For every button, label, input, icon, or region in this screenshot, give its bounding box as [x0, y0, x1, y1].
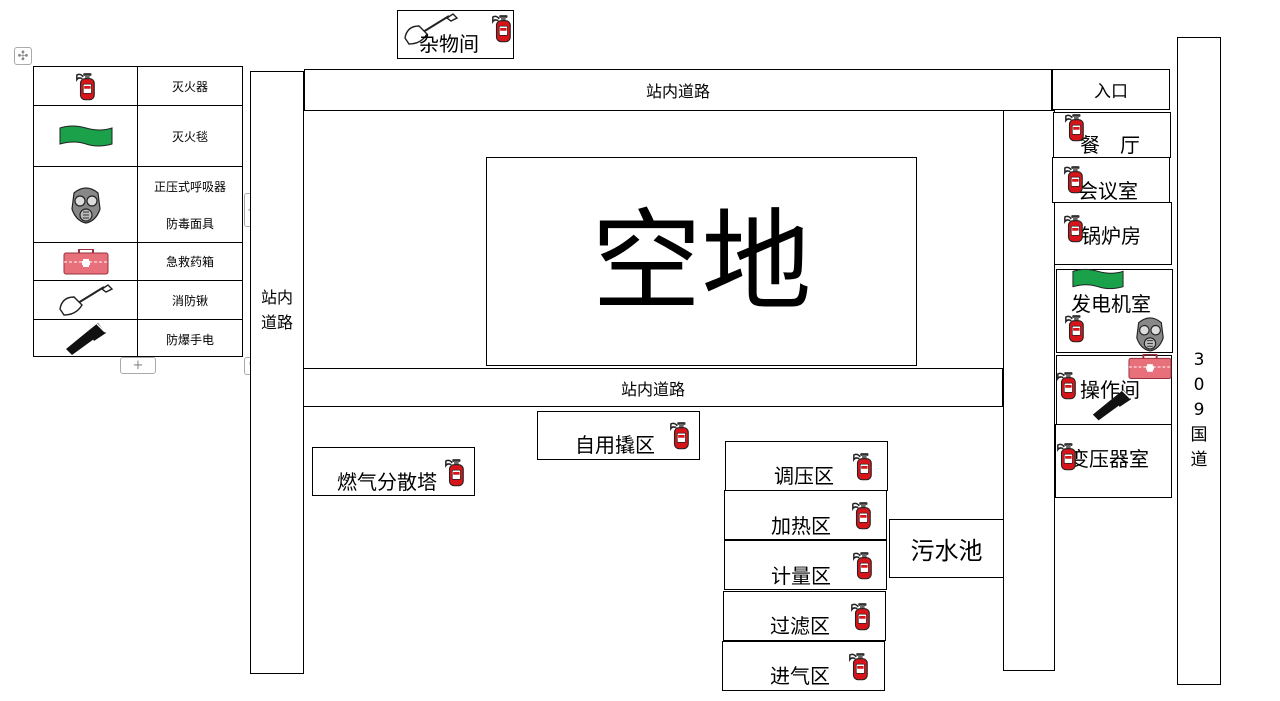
legend-row: 防爆手电: [34, 319, 242, 358]
road-label: 站内道路: [620, 379, 685, 399]
fire-extinguisher-icon: [1056, 441, 1078, 471]
legend-label: 急救药箱: [165, 255, 214, 269]
legend-row: 消防锹: [34, 280, 242, 319]
boiler-label: 锅炉房: [1081, 224, 1141, 248]
meeting-label: 会议室: [1078, 179, 1138, 203]
entrance-label: 入口: [1094, 82, 1128, 102]
highway-char: 0: [1193, 375, 1205, 395]
legend-row: 急救药箱: [34, 242, 242, 280]
flashlight-icon: [1089, 387, 1135, 423]
table-move-handle[interactable]: ✣: [14, 47, 32, 65]
highway-char: 道: [1190, 450, 1208, 470]
gas-mask-icon: [1133, 315, 1167, 353]
highway-char: 3: [1193, 350, 1205, 370]
fire-extinguisher-icon: [1064, 313, 1086, 343]
legend-row: 正压式呼吸器 防毒面具: [34, 166, 242, 242]
vent-tower: [312, 447, 475, 496]
fire-extinguisher-icon: [848, 651, 870, 681]
fire-blanket-icon: [1071, 268, 1125, 290]
filter-label: 过滤区: [770, 614, 830, 638]
skid-area: [537, 411, 700, 460]
legend-label: 正压式呼吸器: [153, 179, 226, 194]
road-top: 站内道路: [304, 69, 1052, 111]
road-right: [1003, 110, 1055, 671]
sewage-pool: 污水池: [889, 519, 1004, 578]
flashlight-icon: [34, 320, 138, 358]
legend-table: 灭火器 灭火毯 正压式呼吸器 防毒面具 急救药箱 消防锹 防爆手电: [33, 66, 243, 358]
heating-label: 加热区: [771, 514, 831, 538]
fire-extinguisher-icon: [852, 451, 874, 481]
legend-row: 灭火毯: [34, 105, 242, 166]
fire-extinguisher-icon: [1063, 213, 1085, 243]
entrance: 入口: [1052, 69, 1170, 110]
legend-label: 消防锹: [171, 293, 208, 308]
fire-shovel-icon: [34, 281, 138, 319]
legend-label: 灭火毯: [171, 129, 208, 144]
transformer-label: 变压器室: [1069, 447, 1149, 471]
add-row-handle[interactable]: +: [120, 357, 156, 374]
fire-extinguisher-icon: [34, 67, 138, 105]
highway-char: 9: [1193, 400, 1205, 420]
dining-label: 餐 厅: [1080, 133, 1140, 157]
vent-label: 燃气分散塔: [337, 470, 437, 494]
road-middle: 站内道路: [303, 368, 1003, 407]
highway-309: [1177, 37, 1221, 685]
fire-extinguisher-icon: [669, 420, 691, 450]
fire-extinguisher-icon: [850, 601, 872, 631]
metering-label: 计量区: [771, 564, 831, 588]
sewage-label: 污水池: [910, 537, 983, 565]
first-aid-kit-icon: [34, 243, 138, 280]
fire-extinguisher-icon: [444, 457, 466, 487]
legend-row: 灭火器: [34, 67, 242, 105]
fire-extinguisher-icon: [491, 13, 513, 43]
fire-blanket-icon: [34, 106, 138, 166]
generator-label: 发电机室: [1071, 292, 1151, 316]
fire-extinguisher-icon: [851, 500, 873, 530]
inlet-zone: [722, 641, 885, 691]
road-label: 站内道路: [645, 82, 710, 101]
storage-room-label: 杂物间: [419, 32, 479, 56]
inlet-label: 进气区: [770, 664, 830, 688]
gas-mask-icon: [34, 167, 138, 242]
legend-label: 防毒面具: [165, 216, 214, 231]
skid-label: 自用撬区: [575, 433, 655, 457]
empty-lot-label: 空地: [591, 197, 812, 326]
pressure-label: 调压区: [774, 464, 834, 488]
legend-label: 防爆手电: [165, 332, 214, 347]
fire-extinguisher-icon: [1064, 112, 1086, 142]
highway-char: 国: [1190, 425, 1208, 445]
road-left: [250, 71, 304, 674]
fire-extinguisher-icon: [1063, 164, 1085, 194]
legend-label: 灭火器: [171, 79, 208, 94]
highway-label: 3 0 9 国道: [1189, 348, 1209, 473]
fire-extinguisher-icon: [852, 550, 874, 580]
empty-lot: 空地: [486, 157, 917, 366]
road-left-label: 站内 道路: [260, 288, 293, 332]
fire-extinguisher-icon: [1056, 370, 1078, 400]
